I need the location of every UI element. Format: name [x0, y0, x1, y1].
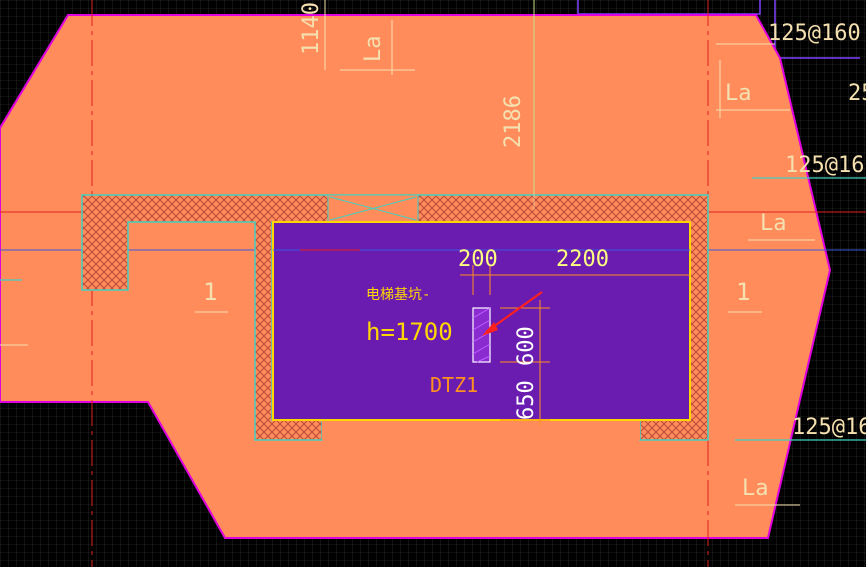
label-dim-200: 200 [458, 247, 498, 272]
label-la-4: La [742, 476, 769, 501]
label-la-1: La [361, 36, 386, 63]
column-dtz1 [472, 307, 491, 363]
wall-gap-bottom [322, 420, 640, 440]
label-rebar-3: 125@160 [792, 415, 866, 440]
column-hatch [472, 307, 491, 363]
label-la-3: La [760, 211, 787, 236]
label-la-2: La [725, 81, 752, 106]
label-dim-2186: 2186 [501, 95, 526, 148]
label-dim-600: 600 [514, 326, 539, 366]
label-section-left: 1 [203, 278, 217, 306]
label-dim-1140: 1140 [299, 2, 324, 55]
label-column-tag: DTZ1 [430, 373, 478, 397]
label-rebar-1: 125@160 [768, 21, 861, 46]
label-dim-2200: 2200 [556, 247, 609, 272]
label-rebar-2: 125@160 [785, 153, 866, 178]
leader-arrow-head [482, 322, 498, 336]
label-dim-650: 650 [514, 380, 539, 420]
label-pit-name: 电梯基坑- [366, 286, 430, 303]
label-pit-depth: h=1700 [366, 318, 453, 346]
label-section-right: 1 [736, 278, 750, 306]
label-edge-num: 25 [848, 81, 866, 106]
wall-opening-cross [329, 196, 417, 221]
